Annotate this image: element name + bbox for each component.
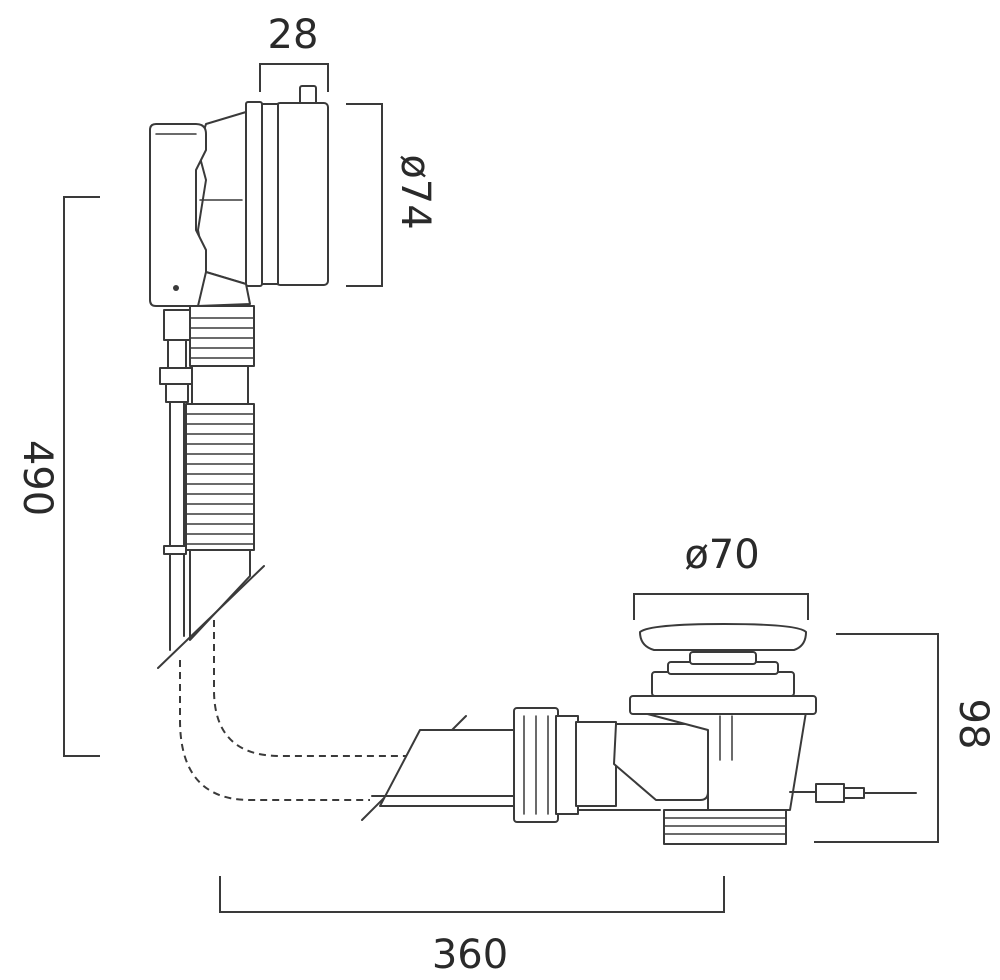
dim-overflow-diameter: ø74 (392, 154, 438, 229)
overflow-head (149, 85, 329, 307)
dimension-lines (63, 63, 939, 913)
hidden-pipe-path (179, 620, 420, 801)
dim-horizontal-length: 360 (432, 932, 508, 978)
overflow-pipe (157, 305, 265, 669)
dim-overflow-depth: 28 (268, 12, 319, 58)
dim-waste-height: 98 (950, 699, 996, 750)
dim-total-height: 490 (14, 440, 60, 516)
dim-waste-diameter: ø70 (684, 532, 759, 578)
waste-assembly (361, 623, 917, 845)
